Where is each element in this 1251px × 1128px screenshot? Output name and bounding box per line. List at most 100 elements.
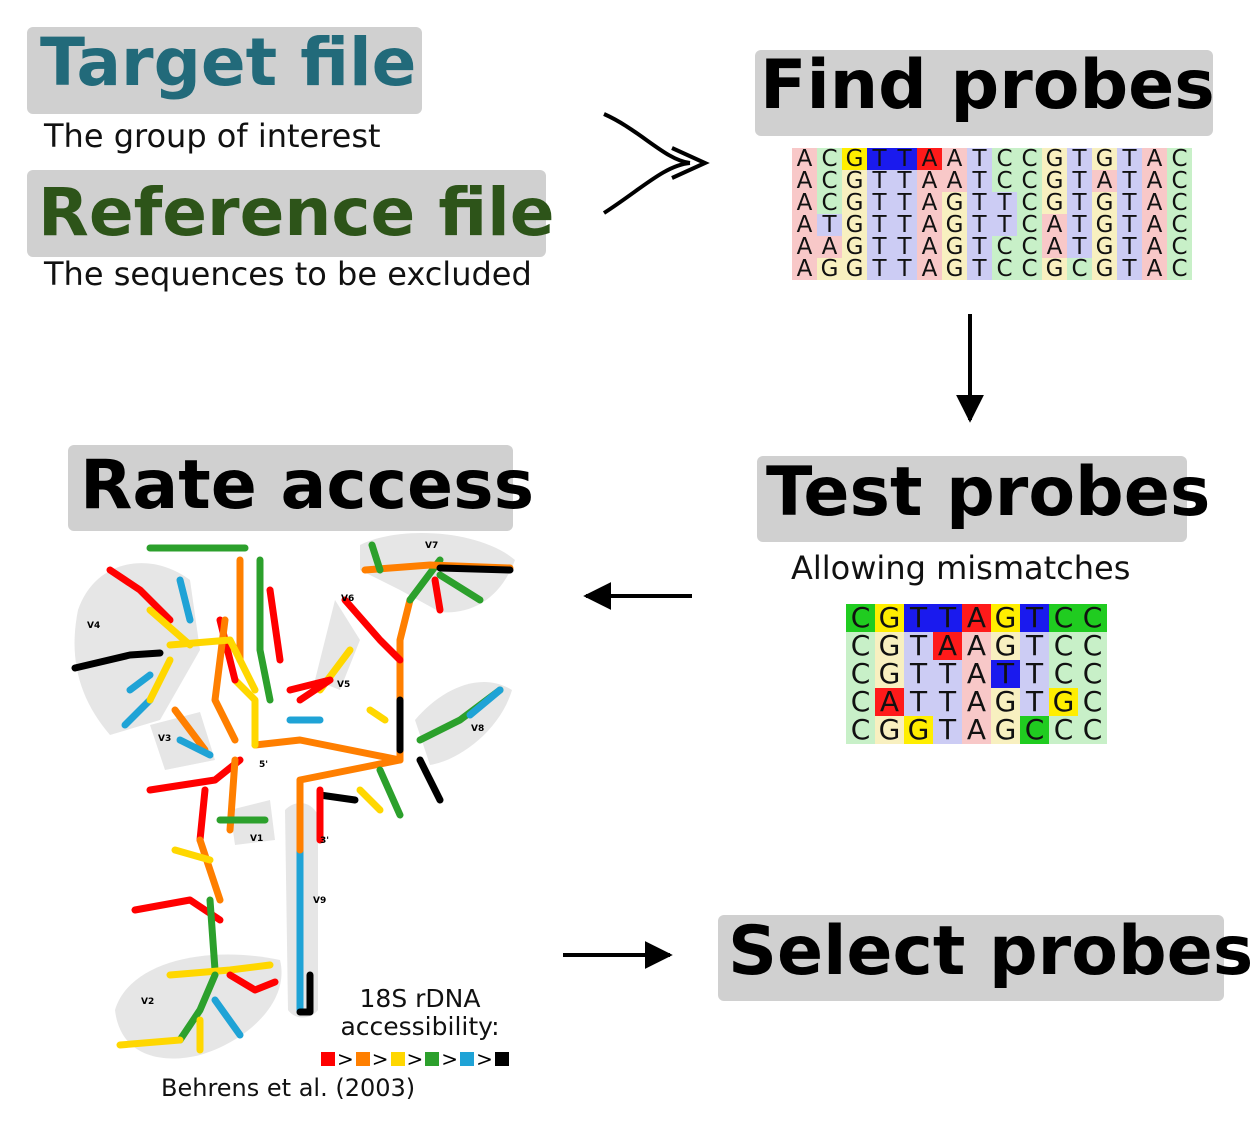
nucleotide-cell: C — [846, 716, 875, 744]
nucleotide-cell: G — [991, 632, 1020, 660]
find-probes-title: Find probes — [760, 46, 1215, 125]
nucleotide-cell: C — [846, 688, 875, 716]
nucleotide-cell: A — [962, 604, 991, 632]
nucleotide-cell: A — [1142, 235, 1167, 258]
nucleotide-cell: G — [1092, 235, 1117, 258]
nucleotide-cell: C — [1167, 235, 1192, 258]
nucleotide-cell: G — [1049, 688, 1078, 716]
merge-arrow — [602, 112, 710, 215]
select-probes-title: Select probes — [728, 912, 1251, 991]
nucleotide-cell: G — [942, 213, 967, 236]
nucleotide-cell: T — [967, 257, 992, 280]
nucleotide-cell: G — [875, 660, 904, 688]
nucleotide-cell: A — [917, 191, 942, 214]
nucleotide-cell: T — [892, 213, 917, 236]
region-label-3prime: 3' — [320, 836, 329, 846]
test-probes-subtitle: Allowing mismatches — [791, 549, 1131, 587]
nucleotide-cell: T — [1020, 688, 1049, 716]
nucleotide-cell: C — [846, 660, 875, 688]
scale-swatch — [425, 1052, 440, 1066]
nucleotide-cell: G — [904, 716, 933, 744]
scale-separator: > — [476, 1047, 493, 1071]
nucleotide-cell: C — [1167, 257, 1192, 280]
nucleotide-cell: T — [867, 191, 892, 214]
nucleotide-cell: A — [1142, 191, 1167, 214]
nucleotide-cell: T — [1117, 169, 1142, 192]
nucleotide-cell: G — [991, 688, 1020, 716]
nucleotide-cell: C — [1020, 716, 1049, 744]
nucleotide-cell: A — [1142, 169, 1167, 192]
scale-swatch — [355, 1052, 370, 1066]
nucleotide-cell: G — [1092, 257, 1117, 280]
reference-file-subtitle: The sequences to be excluded — [44, 255, 532, 293]
nucleotide-cell: A — [792, 257, 817, 280]
nucleotide-cell: A — [962, 660, 991, 688]
nucleotide-cell: G — [842, 257, 867, 280]
nucleotide-cell: T — [992, 213, 1017, 236]
rate-access-box — [68, 445, 513, 531]
nucleotide-cell: C — [1017, 235, 1042, 258]
nucleotide-cell: C — [1049, 716, 1078, 744]
nucleotide-cell: C — [1049, 632, 1078, 660]
nucleotide-cell: T — [1067, 191, 1092, 214]
nucleotide-cell: G — [1042, 169, 1067, 192]
nucleotide-cell: G — [842, 147, 867, 170]
rate-access-title: Rate access — [80, 446, 535, 525]
region-label-v6: V6 — [341, 594, 354, 604]
nucleotide-cell: T — [892, 257, 917, 280]
nucleotide-cell: T — [892, 147, 917, 170]
nucleotide-cell: A — [792, 213, 817, 236]
nucleotide-cell: A — [792, 169, 817, 192]
scale-swatch — [494, 1052, 509, 1066]
region-label-v2: V2 — [141, 997, 154, 1007]
nucleotide-cell: G — [842, 191, 867, 214]
nucleotide-cell: T — [1117, 257, 1142, 280]
nucleotide-cell: T — [991, 660, 1020, 688]
nucleotide-cell: C — [992, 235, 1017, 258]
select-probes-box — [718, 915, 1224, 1001]
nucleotide-cell: T — [1067, 235, 1092, 258]
nucleotide-cell: A — [917, 257, 942, 280]
nucleotide-cell: T — [933, 604, 962, 632]
nucleotide-cell: C — [1078, 604, 1107, 632]
nucleotide-cell: A — [962, 688, 991, 716]
nucleotide-cell: C — [1167, 191, 1192, 214]
nucleotide-cell: T — [867, 147, 892, 170]
scale-swatch — [390, 1052, 405, 1066]
nucleotide-cell: A — [962, 716, 991, 744]
nucleotide-cell: C — [1017, 191, 1042, 214]
target-file-title: Target file — [40, 24, 417, 101]
nucleotide-cell: T — [967, 169, 992, 192]
nucleotide-cell: G — [991, 716, 1020, 744]
nucleotide-cell: A — [1042, 213, 1067, 236]
accessibility-scale: >>>>> — [321, 1047, 509, 1071]
nucleotide-cell: T — [933, 716, 962, 744]
region-label-5prime: 5' — [259, 760, 268, 770]
nucleotide-cell: G — [1092, 213, 1117, 236]
nucleotide-cell: A — [942, 169, 967, 192]
reference-file-box — [27, 170, 546, 257]
nucleotide-cell: C — [846, 604, 875, 632]
scale-separator: > — [406, 1047, 424, 1071]
nucleotide-cell: T — [967, 191, 992, 214]
nucleotide-cell: A — [933, 632, 962, 660]
nucleotide-cell: C — [1017, 169, 1042, 192]
nucleotide-cell: A — [917, 213, 942, 236]
nucleotide-cell: A — [1042, 235, 1067, 258]
nucleotide-cell: C — [817, 147, 842, 170]
nucleotide-cell: T — [1067, 147, 1092, 170]
nucleotide-cell: C — [1049, 604, 1078, 632]
nucleotide-cell: T — [1067, 213, 1092, 236]
reference-file-title: Reference file — [38, 174, 555, 251]
nucleotide-cell: T — [933, 688, 962, 716]
nucleotide-cell: A — [962, 632, 991, 660]
